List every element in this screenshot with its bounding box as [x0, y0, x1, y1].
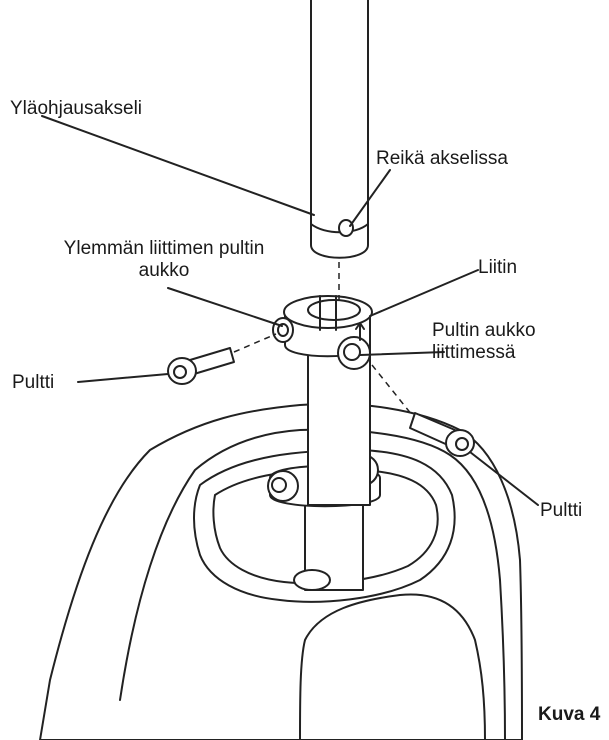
callout-connector-bolt-hole	[359, 351, 445, 356]
column-shaft	[307, 344, 371, 506]
label-connector-bolt-hole: Pultin aukko liittimessä	[432, 320, 536, 364]
label-connector-bolt-hole-line1: Pultin aukko	[432, 320, 536, 341]
connector-slot	[319, 295, 337, 331]
left-bolt-socket	[173, 365, 187, 379]
label-bolt-left: Pultti	[12, 372, 55, 393]
connector-bore	[307, 299, 361, 321]
label-bolt-right: Pultti	[540, 500, 583, 521]
connector-arrow-mark	[355, 322, 365, 341]
label-upper-bolt-hole-line2: aukko	[138, 260, 190, 281]
callout-connector	[369, 269, 479, 317]
callout-upper-shaft	[41, 115, 315, 216]
shaft-hole	[338, 219, 354, 237]
upper-shaft	[310, 0, 369, 259]
lower-clamp-bolt-left-head	[271, 477, 287, 493]
callout-shaft-hole	[349, 169, 391, 227]
connector-left-hole	[277, 323, 289, 337]
callout-left-bolt	[77, 373, 169, 383]
figure-label: Kuva 4	[538, 704, 601, 725]
label-connector-bolt-hole-line2: liittimessä	[432, 342, 516, 363]
callout-right-bolt	[469, 451, 539, 506]
label-hole-in-shaft: Reikä akselissa	[376, 148, 508, 169]
label-upper-bolt-hole-line1: Ylemmän liittimen pultin	[63, 238, 265, 259]
label-upper-bolt-hole: Ylemmän liittimen pultin aukko	[34, 238, 294, 282]
base-front-edge	[299, 593, 486, 740]
label-upper-shaft: Yläohjausakseli	[10, 98, 143, 119]
guide-left-bolt	[233, 333, 277, 353]
callout-upper-bolt-hole	[167, 287, 283, 327]
base-inner-contour	[119, 428, 506, 740]
right-bolt-socket	[455, 437, 469, 451]
connector-right-boss-inner	[343, 343, 361, 361]
label-connector: Liitin	[478, 257, 518, 278]
lower-shaft-base-ring	[293, 569, 331, 591]
